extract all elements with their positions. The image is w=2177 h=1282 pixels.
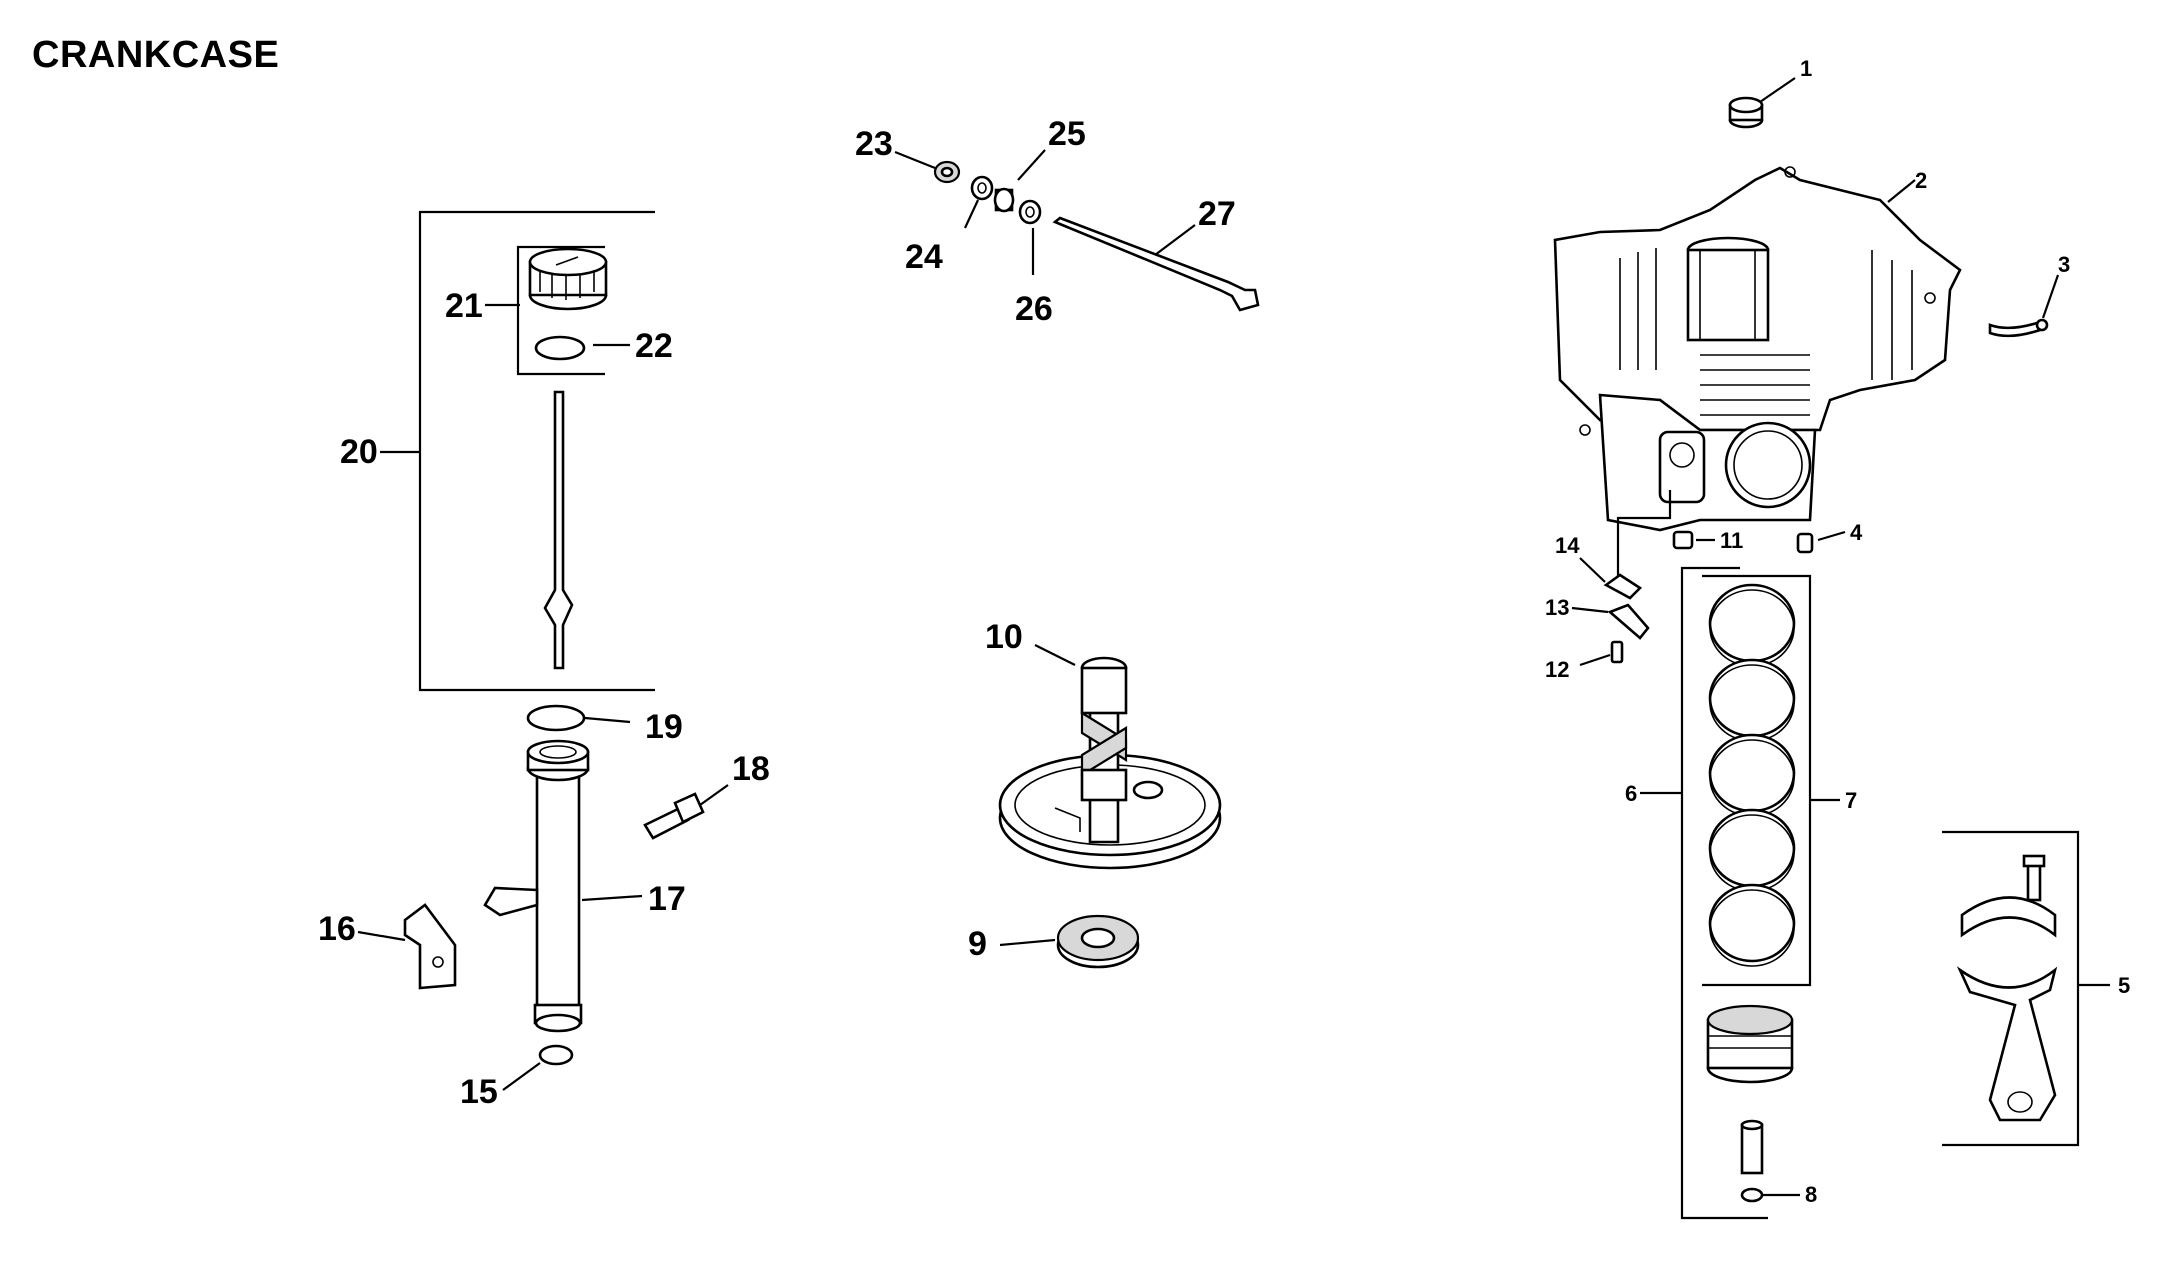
part-26-washer[interactable] — [1018, 199, 1042, 225]
part-2-crankcase[interactable] — [1553, 166, 1962, 532]
part-19-o-ring[interactable] — [526, 704, 586, 732]
callout-9: 9 — [968, 925, 987, 963]
part-18-fitting[interactable] — [643, 792, 705, 840]
part-11-plug[interactable] — [1672, 530, 1694, 550]
callout-17: 17 — [648, 880, 686, 918]
part-8-retainer[interactable] — [1740, 1187, 1764, 1203]
part-7-piston-rings[interactable] — [1708, 583, 1796, 967]
dipstick-assembly-bracket — [380, 210, 655, 692]
callout-25: 25 — [1048, 115, 1086, 153]
part-12-screw[interactable] — [1610, 640, 1624, 664]
callout-22: 22 — [635, 327, 673, 365]
callout-5: 5 — [2118, 973, 2130, 998]
callout-15: 15 — [460, 1073, 498, 1111]
callout-16: 16 — [318, 910, 356, 948]
part-24-washer[interactable] — [970, 175, 994, 201]
part-17-dipstick-tube[interactable] — [483, 739, 590, 1033]
part-14-clip[interactable] — [1603, 573, 1643, 600]
piston[interactable] — [1706, 1004, 1794, 1084]
diagram-title: CRANKCASE — [32, 34, 280, 76]
callout-7: 7 — [1845, 788, 1857, 813]
part-23-washer[interactable] — [933, 160, 961, 184]
part-5-connecting-rod[interactable] — [1956, 854, 2058, 1122]
callout-14: 14 — [1555, 533, 1580, 558]
part-4-plug[interactable] — [1796, 532, 1814, 554]
callout-10: 10 — [985, 618, 1023, 656]
part-15-o-ring[interactable] — [538, 1044, 574, 1066]
callout-labels: 1 2 3 4 5 6 7 8 9 10 11 12 13 14 15 16 1… — [318, 56, 2130, 1207]
callout-26: 26 — [1015, 290, 1053, 328]
piston-pin[interactable] — [1740, 1119, 1764, 1175]
part-9-thrust-washer[interactable] — [1056, 914, 1140, 969]
callout-19: 19 — [645, 708, 683, 746]
callout-11: 11 — [1720, 528, 1743, 553]
callout-20: 20 — [340, 433, 378, 471]
callout-23: 23 — [855, 125, 893, 163]
callout-8: 8 — [1805, 1182, 1817, 1207]
ring-set-bracket — [1702, 574, 1840, 987]
part-21-oil-fill-cap[interactable] — [528, 247, 608, 311]
piston-group-bracket — [1640, 566, 1768, 1220]
part-27-rod[interactable] — [1052, 216, 1260, 312]
part-25-bushing[interactable] — [993, 187, 1015, 213]
connecting-rod-bracket — [1942, 830, 2110, 1147]
part-10-camshaft-gear[interactable] — [998, 656, 1222, 870]
callout-6: 6 — [1625, 781, 1637, 806]
cap-sub-bracket — [516, 245, 605, 376]
callout-27: 27 — [1198, 195, 1236, 233]
part-1-seal[interactable] — [1728, 96, 1764, 129]
callout-18: 18 — [732, 750, 770, 788]
part-16-bracket[interactable] — [403, 903, 457, 990]
callout-24: 24 — [905, 238, 943, 276]
callout-13: 13 — [1545, 595, 1569, 620]
part-3-hose[interactable] — [1988, 318, 2049, 338]
callout-12: 12 — [1545, 657, 1569, 682]
part-13-clip[interactable] — [1607, 603, 1650, 640]
part-22-o-ring[interactable] — [534, 335, 586, 361]
callout-4: 4 — [1850, 520, 1863, 545]
dipstick-blade[interactable] — [543, 390, 574, 670]
callout-3: 3 — [2058, 252, 2070, 277]
callout-2: 2 — [1915, 168, 1927, 193]
callout-1: 1 — [1800, 56, 1812, 81]
callout-21: 21 — [445, 287, 483, 325]
